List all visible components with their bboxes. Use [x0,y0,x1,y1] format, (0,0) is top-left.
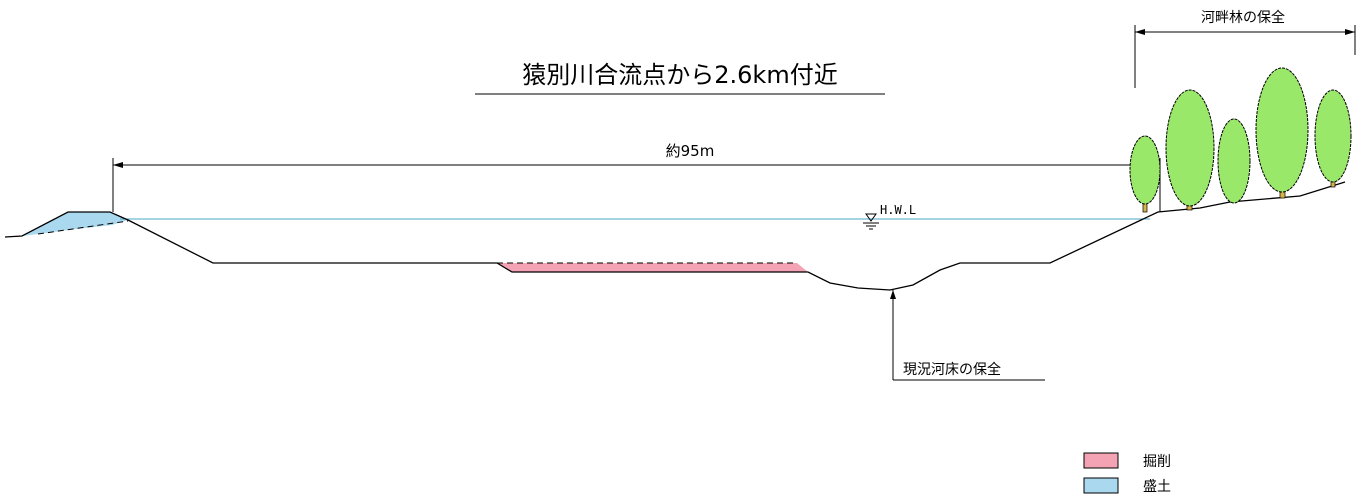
legend: 掘削 盛土 [1083,452,1171,495]
riparian-arrow-left [1135,29,1145,35]
tree-icon [1129,135,1161,213]
fill-dashed-line [37,220,129,235]
legend-label-excavation: 掘削 [1143,454,1171,470]
width-arrow-left [113,162,123,168]
tree-icon [1165,89,1215,211]
excavation-area [497,263,808,272]
width-label: 約95m [666,142,715,160]
riparian-forest-label: 河畔林の保全 [1201,9,1285,26]
legend-swatch-excavation [1083,452,1119,469]
legend-label-fill: 盛土 [1143,479,1171,495]
riverbed-leader-arrow [890,290,896,299]
tree-icon [1314,89,1352,188]
hwl-symbol [863,213,879,230]
riparian-arrow-right [1345,29,1355,35]
ground-profile-line [4,181,1346,291]
diagram-title: 猿別川合流点から2.6km付近 [522,61,837,89]
hwl-label: H.W.L [880,203,916,217]
tree-icon [1217,118,1251,204]
legend-swatch-fill [1083,477,1119,494]
riverbed-conservation-label: 現況河床の保全 [903,361,1001,378]
riparian-trees [1129,67,1352,213]
tree-icon [1255,67,1309,199]
fill-area [22,212,128,236]
